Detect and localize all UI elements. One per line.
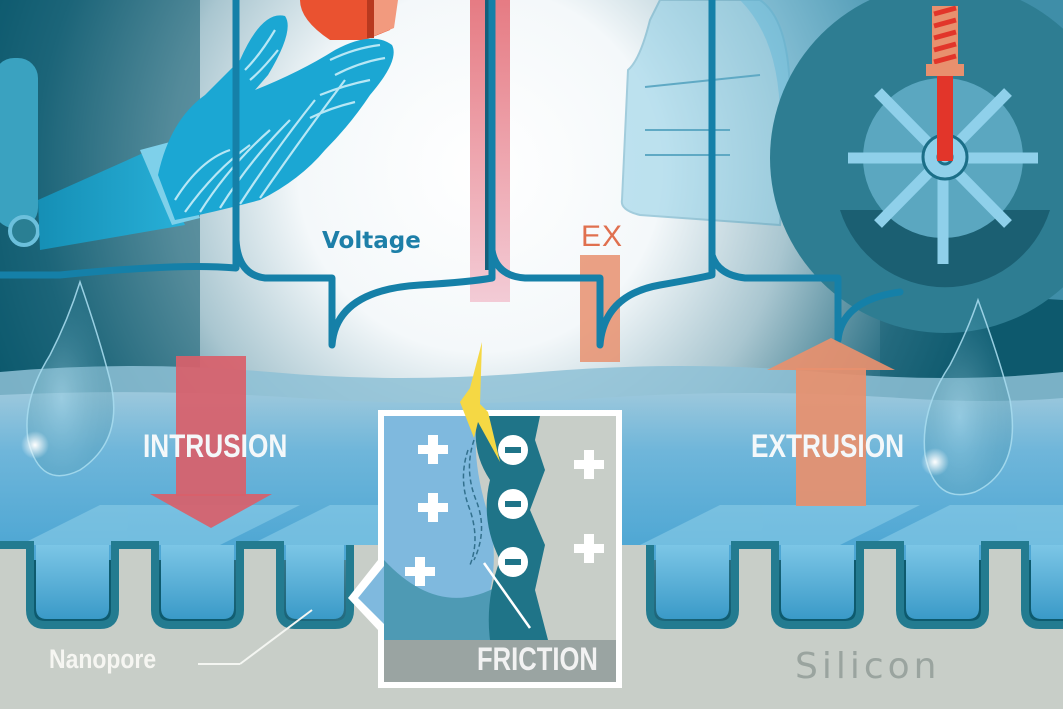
down-arrow-icon bbox=[150, 356, 272, 528]
up-arrow-icon bbox=[767, 338, 895, 506]
lightning-bolt-icon bbox=[460, 342, 500, 462]
positive-charge-icon bbox=[405, 435, 604, 586]
red-cube-icon bbox=[300, 0, 398, 40]
negative-charge-icon bbox=[498, 435, 528, 577]
spring-plunger-icon bbox=[926, 5, 964, 161]
robotic-hand-icon bbox=[158, 15, 394, 220]
nanopore-cavities bbox=[36, 545, 1063, 619]
friction-inset bbox=[348, 410, 622, 688]
water-drop-icon bbox=[921, 297, 1014, 496]
water-drop-icon bbox=[21, 279, 115, 477]
sparkle-icon bbox=[921, 448, 949, 476]
voltage-signal-line bbox=[0, 0, 904, 349]
sparkle-icon bbox=[21, 431, 49, 459]
